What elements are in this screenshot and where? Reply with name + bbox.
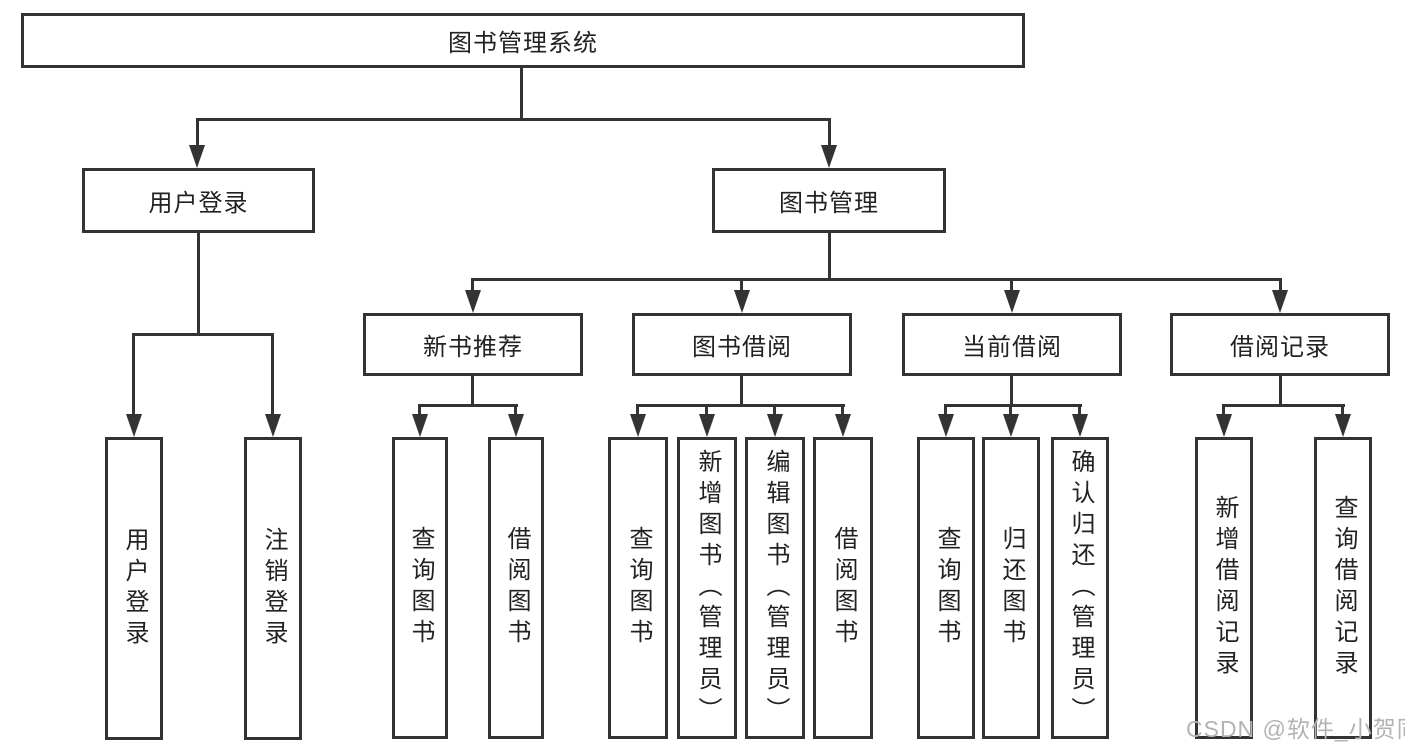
node-confirm-return-admin: 确认归还（管理员）: [1051, 437, 1109, 739]
connector-book-mgmt-stem: [828, 233, 831, 280]
connector-user-login-shaft: [196, 118, 199, 148]
arrow-down-icon: [412, 414, 428, 437]
connector-group4-shaft: [1222, 404, 1225, 417]
node-user-login-leaf: 用户登录: [105, 437, 163, 740]
connector-group3-hline: [944, 404, 1082, 407]
arrow-down-icon: [699, 414, 715, 437]
arrow-down-icon: [767, 414, 783, 437]
node-user-login: 用户登录: [82, 168, 315, 233]
node-borrowing-records: 借阅记录: [1170, 313, 1390, 376]
arrow-down-icon: [938, 414, 954, 437]
arrow-down-icon: [1004, 290, 1020, 313]
connector-group2-shaft: [705, 404, 708, 417]
csdn-watermark: CSDN @软件_小贺同学: [1186, 716, 1405, 742]
arrow-down-icon: [1003, 414, 1019, 437]
connector-group2-shaft: [773, 404, 776, 417]
connector-group1-shaft: [514, 404, 517, 417]
connector-user-login-hline: [132, 333, 274, 336]
connector-borrowing-shaft: [740, 278, 743, 293]
arrow-down-icon: [835, 414, 851, 437]
arrow-down-icon: [465, 290, 481, 313]
connector-new-books-shaft: [471, 278, 474, 293]
arrow-down-icon: [1216, 414, 1232, 437]
connector-group1-stem: [471, 376, 474, 406]
node-borrow-books-g2: 借阅图书: [813, 437, 873, 739]
node-return-books: 归还图书: [982, 437, 1040, 739]
connector-level2-hline: [196, 118, 831, 121]
arrow-down-icon: [1072, 414, 1088, 437]
node-logout-leaf: 注销登录: [244, 437, 302, 740]
node-add-books-admin: 新增图书（管理员）: [677, 437, 737, 739]
connector-current-shaft: [1010, 278, 1013, 293]
connector-login-leaf-shaft: [132, 333, 135, 417]
connector-group3-shaft: [944, 404, 947, 417]
arrow-down-icon: [734, 290, 750, 313]
connector-group3-shaft: [1078, 404, 1081, 417]
connector-group1-hline: [418, 404, 518, 407]
connector-records-shaft: [1279, 278, 1282, 293]
node-query-borrow-record: 查询借阅记录: [1314, 437, 1372, 739]
node-borrow-books-g1: 借阅图书: [488, 437, 544, 739]
connector-group2-shaft: [636, 404, 639, 417]
node-query-books-g1: 查询图书: [392, 437, 448, 739]
node-root: 图书管理系统: [21, 13, 1025, 68]
connector-group4-stem: [1279, 376, 1282, 406]
connector-group3-shaft: [1009, 404, 1012, 417]
arrow-down-icon: [126, 414, 142, 437]
connector-group1-shaft: [418, 404, 421, 417]
connector-logout-leaf-shaft: [271, 333, 274, 417]
connector-group3-stem: [1010, 376, 1013, 406]
node-add-borrow-record: 新增借阅记录: [1195, 437, 1253, 739]
arrow-down-icon: [630, 414, 646, 437]
node-query-books-g3: 查询图书: [917, 437, 975, 739]
connector-group2-hline: [636, 404, 845, 407]
node-current-borrowing: 当前借阅: [902, 313, 1122, 376]
connector-book-mgmt-shaft: [828, 118, 831, 148]
arrow-down-icon: [1272, 290, 1288, 313]
connector-level3-hline: [471, 278, 1282, 281]
connector-group4-shaft: [1341, 404, 1344, 417]
node-book-borrowing: 图书借阅: [632, 313, 852, 376]
connector-user-login-stem: [197, 233, 200, 336]
arrow-down-icon: [265, 414, 281, 437]
node-new-book-recommendation: 新书推荐: [363, 313, 583, 376]
node-edit-books-admin: 编辑图书（管理员）: [745, 437, 805, 739]
connector-group2-shaft: [841, 404, 844, 417]
connector-group2-stem: [740, 376, 743, 406]
arrow-down-icon: [508, 414, 524, 437]
arrow-down-icon: [821, 145, 837, 168]
connector-root-stem: [520, 68, 523, 119]
node-book-management: 图书管理: [712, 168, 946, 233]
arrow-down-icon: [189, 145, 205, 168]
node-query-books-g2: 查询图书: [608, 437, 668, 739]
connector-group4-hline: [1222, 404, 1345, 407]
arrow-down-icon: [1335, 414, 1351, 437]
